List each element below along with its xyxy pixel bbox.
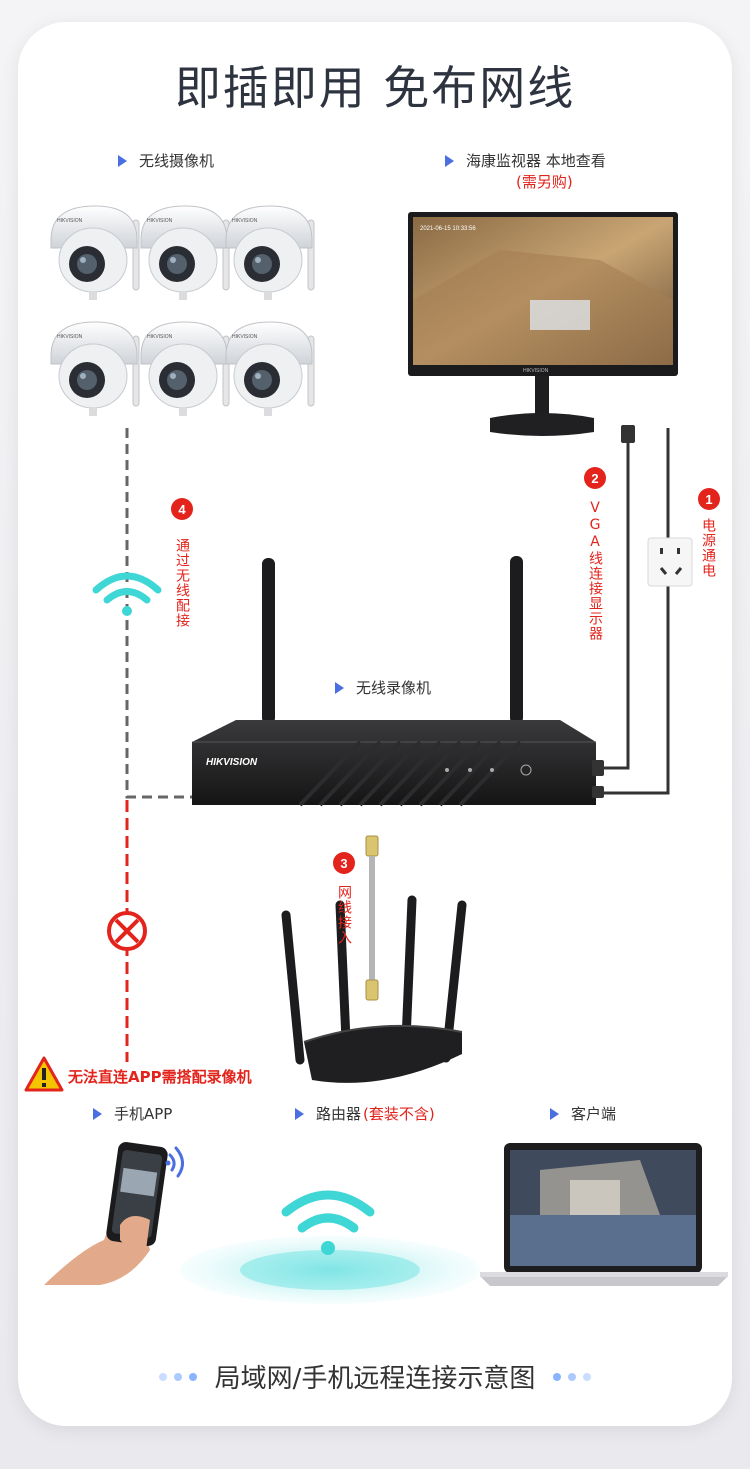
step-3-badge: 3 bbox=[333, 852, 355, 874]
cameras-label: 无线摄像机 bbox=[118, 150, 214, 171]
monitor-label: 海康监视器 本地查看 bbox=[445, 150, 606, 171]
decor-dots-left bbox=[158, 1372, 197, 1381]
ethernet-cable-icon bbox=[365, 835, 379, 1001]
camera-link-line bbox=[125, 428, 192, 799]
step-4-text: 通过无线配接 bbox=[174, 538, 190, 628]
camera-icon bbox=[225, 205, 315, 301]
vga-cable-line bbox=[595, 440, 630, 770]
step-1-badge: 1 bbox=[698, 488, 720, 510]
router-icon bbox=[281, 895, 467, 1083]
power-outlet-icon bbox=[647, 537, 693, 587]
diagram-caption: 局域网/手机远程连接示意图 bbox=[0, 1358, 750, 1395]
svg-text:HIKVISION: HIKVISION bbox=[206, 757, 258, 768]
wifi-icon bbox=[92, 572, 162, 616]
camera-icon bbox=[140, 205, 230, 301]
step-2-badge: 2 bbox=[584, 467, 606, 489]
nvr-label: 无线录像机 bbox=[335, 677, 431, 698]
svg-text:HIKVISION: HIKVISION bbox=[523, 368, 549, 374]
client-label: 客户端 bbox=[550, 1103, 616, 1124]
nvr-icon: HIKVISION bbox=[192, 556, 604, 807]
router-label: 路由器(套装不含) bbox=[295, 1103, 435, 1124]
power-cable-line bbox=[595, 428, 670, 795]
camera-icon bbox=[225, 321, 315, 417]
camera-grid bbox=[50, 205, 315, 417]
camera-icon bbox=[50, 205, 140, 301]
step-4-badge: 4 bbox=[171, 498, 193, 520]
camera-icon bbox=[50, 321, 140, 417]
monitor-note: (需另购) bbox=[516, 173, 573, 191]
phone-icon bbox=[44, 1142, 184, 1285]
wifi-icon bbox=[281, 1190, 375, 1255]
camera-icon bbox=[140, 321, 230, 417]
monitor-icon: 2021-06-15 10:33:56 HIKVISION bbox=[408, 212, 678, 436]
warning-text: 无法直连APP需搭配录像机 bbox=[68, 1068, 252, 1086]
page-title: 即插即用 免布网线 bbox=[174, 61, 576, 115]
phone-label: 手机APP bbox=[93, 1103, 172, 1124]
svg-text:2021-06-15 10:33:56: 2021-06-15 10:33:56 bbox=[420, 226, 476, 232]
step-2-text: VGA线连接显示器 bbox=[587, 500, 603, 641]
no-connection-icon bbox=[107, 911, 147, 951]
warning-icon bbox=[24, 1056, 64, 1092]
step-1-text: 电源通电 bbox=[700, 518, 716, 578]
step-3-text: 网线接入 bbox=[336, 885, 352, 945]
decor-dots-right bbox=[553, 1372, 592, 1381]
laptop-icon bbox=[480, 1143, 728, 1286]
